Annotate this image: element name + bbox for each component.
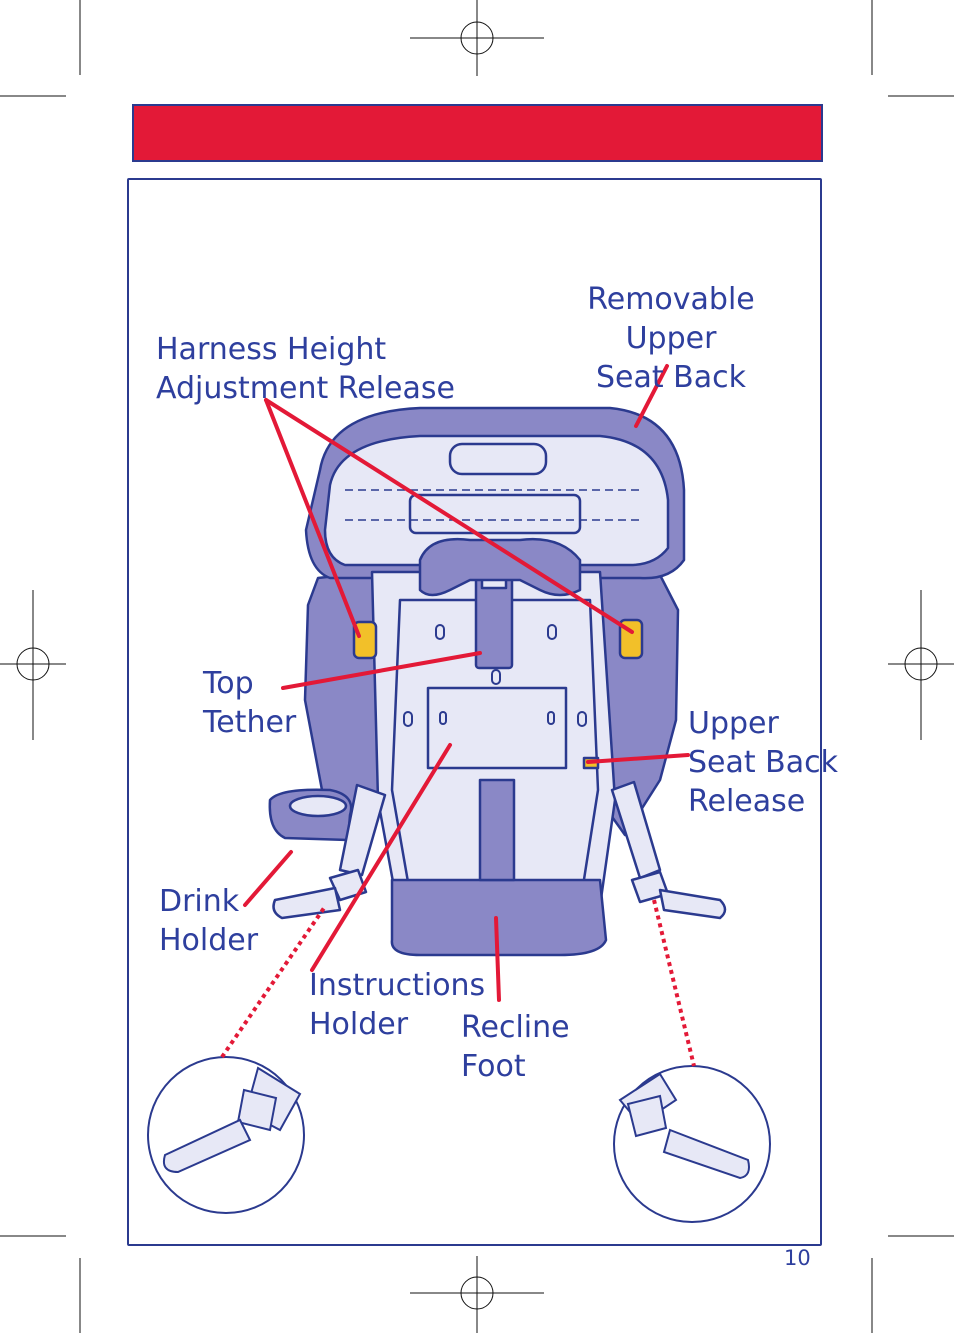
label-removable-upper-seat-back: Removable Upper Seat Back (587, 282, 755, 395)
label-top-tether: Top Tether (203, 666, 297, 740)
label-harness-height-adjustment-release: Harness Height Adjustment Release (156, 332, 455, 406)
harness-release-left (352, 620, 378, 660)
leader-harness-release-right (264, 398, 634, 634)
page-number: 10 (784, 1246, 811, 1270)
dotted-leader-right (652, 899, 696, 1067)
label-upper-seat-back-release: Upper Seat Back Release (688, 706, 839, 819)
leader-harness-release-left (264, 398, 361, 638)
diagram-frame (127, 178, 822, 1246)
leader-top-tether (281, 651, 482, 690)
dotted-leader-left (220, 906, 326, 1059)
leader-instructions-holder (310, 743, 452, 972)
recline-foot (390, 878, 608, 957)
label-drink-holder: Drink Holder (159, 884, 259, 958)
leader-drink-holder (243, 850, 293, 907)
leader-upper-seat-back-release (586, 753, 690, 764)
label-instructions-holder: Instructions Holder (309, 968, 486, 1042)
header-bar (132, 104, 823, 162)
leader-removable-upper-seat-back (634, 364, 669, 428)
label-recline-foot: Recline Foot (461, 1010, 570, 1084)
leader-recline-foot (494, 916, 501, 1002)
